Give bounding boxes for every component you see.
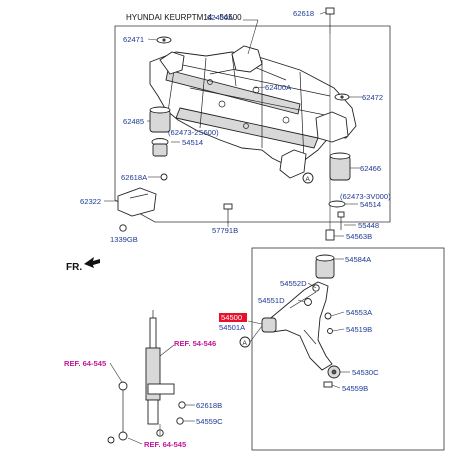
label-62472[interactable]: 62472 (362, 93, 383, 102)
label-57791B[interactable]: 57791B (212, 226, 238, 235)
bolt-54563B (325, 229, 335, 241)
crossmember-drawing (149, 45, 357, 179)
label-62485[interactable]: 62485 (123, 117, 144, 126)
washer-62471 (156, 36, 172, 44)
svg-text:A: A (243, 340, 248, 347)
washer-62472 (334, 93, 350, 101)
bracket-54514-left (151, 138, 169, 157)
label-54559B[interactable]: 54559B (342, 384, 368, 393)
callout-a-top: A (302, 172, 314, 184)
svg-text:A: A (306, 176, 311, 183)
lower-control-arm-drawing (265, 281, 333, 371)
front-direction-indicator: FR. (66, 257, 100, 273)
label-54514-left[interactable]: 54514 (182, 138, 203, 147)
label-62473-3V000[interactable]: (62473-3V000) (340, 192, 391, 201)
washer-54551D (304, 298, 312, 306)
label-54500[interactable]: 54500 (221, 313, 242, 322)
label-54552D[interactable]: 54552D (280, 279, 307, 288)
label-54519B[interactable]: 54519B (346, 325, 372, 334)
label-54559C[interactable]: 54559C (196, 417, 223, 426)
bolt-54519B (327, 328, 333, 334)
label-62473-2S600[interactable]: (62473-2S600) (168, 128, 219, 137)
label-54514-right[interactable]: 54514 (360, 200, 381, 209)
callout-a-bottom: A (239, 336, 251, 348)
svg-text:FR.: FR. (66, 262, 82, 273)
label-62618B[interactable]: 62618B (196, 401, 222, 410)
leader-lines (104, 11, 362, 445)
ref-link-64-545-bottom[interactable]: REF. 64-545 (144, 440, 187, 449)
label-62471[interactable]: 62471 (123, 35, 144, 44)
bolt-62618B (178, 401, 186, 409)
bracket-54514-right (328, 200, 346, 208)
subframe-group-box (114, 25, 391, 223)
label-54551D[interactable]: 54551D (258, 296, 285, 305)
part-highlight (219, 313, 247, 322)
label-54584A[interactable]: 54584A (345, 255, 372, 264)
label-54553A[interactable]: 54553A (346, 308, 373, 317)
bolt-57791B (223, 203, 233, 224)
ref-link-54-546[interactable]: REF. 54-546 (174, 339, 216, 348)
label-62322[interactable]: 62322 (80, 197, 101, 206)
label-54501A[interactable]: 54501A (219, 323, 246, 332)
front-arrow-icon (84, 257, 100, 268)
strut-assembly-drawing (145, 310, 175, 425)
label-62466[interactable]: 62466 (360, 164, 381, 173)
diagram-title: HYUNDAI KEURPTM14 - 54500 (126, 13, 242, 22)
label-54563B[interactable]: 54563B (346, 232, 372, 241)
bolt-54559C (176, 417, 184, 425)
label-62400A-top[interactable]: 62400A (207, 13, 234, 22)
bracket-62322 (117, 187, 157, 217)
ref-link-64-545-top[interactable]: REF. 64-545 (64, 359, 107, 368)
bolt-1339GB (119, 224, 127, 232)
bushing-54584A (315, 254, 335, 279)
bolt-54559B (323, 381, 333, 388)
stabilizer-link-drawing (107, 381, 128, 444)
bolt-55448 (337, 211, 345, 230)
label-62400A-mid[interactable]: 62400A (265, 83, 292, 92)
nut-54553A (324, 312, 332, 320)
label-54530C[interactable]: 54530C (352, 368, 379, 377)
ball-joint-54530C (327, 365, 341, 379)
label-62618-top[interactable]: 62618 (293, 9, 314, 18)
bolt-62618-top (325, 7, 335, 34)
label-55448[interactable]: 55448 (358, 221, 379, 230)
lower-arm-group-box (251, 247, 445, 451)
label-1339GB[interactable]: 1339GB (110, 235, 138, 244)
label-62618A[interactable]: 62618A (121, 173, 148, 182)
mount-62466 (329, 152, 351, 181)
mount-62485 (149, 106, 171, 133)
bushing-54501A (261, 317, 277, 333)
bolt-62618A (160, 173, 168, 181)
